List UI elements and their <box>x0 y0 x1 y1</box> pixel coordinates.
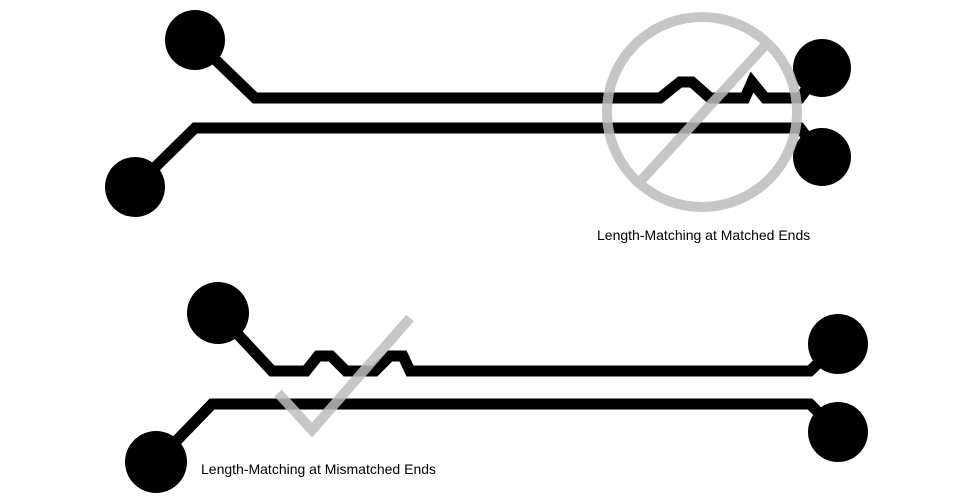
bottom-lower-left-pad <box>125 431 187 493</box>
checkmark-icon <box>274 314 414 438</box>
bottom-upper-trace <box>213 309 842 377</box>
top-caption: Length-Matching at Matched Ends <box>597 227 811 243</box>
top-upper-right-pad <box>793 39 851 97</box>
top-lower-trace <box>131 122 827 191</box>
bottom-diagram <box>125 282 868 493</box>
bottom-caption: Length-Matching at Mismatched Ends <box>201 461 437 477</box>
prohibited-icon <box>602 12 802 212</box>
bottom-upper-left-pad <box>187 282 249 344</box>
top-diagram <box>105 10 851 217</box>
bottom-upper-right-pad <box>808 314 868 374</box>
bottom-lower-trace <box>152 398 842 466</box>
top-upper-left-pad <box>165 10 225 70</box>
bottom-lower-right-pad <box>808 402 868 462</box>
top-lower-left-pad <box>105 157 165 217</box>
top-upper-trace <box>191 36 827 104</box>
top-lower-right-pad <box>793 128 851 186</box>
